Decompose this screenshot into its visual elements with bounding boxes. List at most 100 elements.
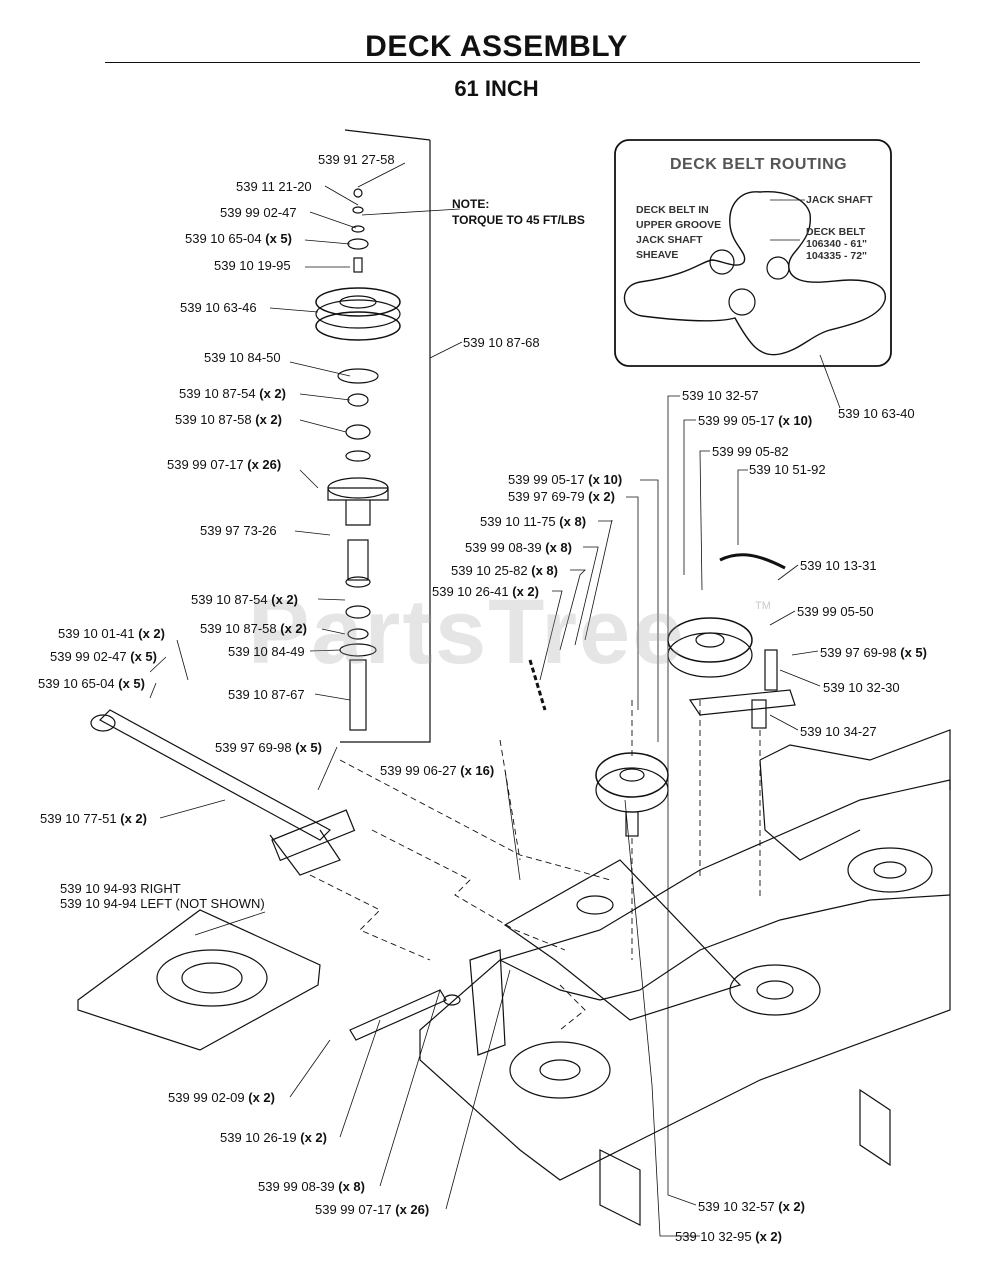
part-label[interactable]: 539 99 07-17 (x 26) bbox=[315, 1202, 429, 1217]
part-label[interactable]: 539 10 65-04 (x 5) bbox=[38, 676, 145, 691]
part-label[interactable]: 539 10 87-58 (x 2) bbox=[200, 621, 307, 636]
part-number: 539 10 77-51 bbox=[40, 811, 117, 826]
part-qty: (x 2) bbox=[755, 1229, 782, 1244]
part-label[interactable]: 539 99 05-82 bbox=[712, 444, 789, 459]
part-number: 539 10 87-58 bbox=[175, 412, 252, 427]
part-label[interactable]: 539 10 34-27 bbox=[800, 724, 877, 739]
routing-jack-shaft: JACK SHAFT bbox=[806, 194, 873, 206]
part-qty: (x 2) bbox=[280, 621, 307, 636]
part-number: 539 99 07-17 bbox=[315, 1202, 392, 1217]
part-label[interactable]: 539 10 94-94 LEFT (NOT SHOWN) bbox=[60, 896, 265, 911]
part-qty: (x 8) bbox=[531, 563, 558, 578]
part-label[interactable]: 539 10 94-93 RIGHT bbox=[60, 881, 181, 896]
part-qty: (x 5) bbox=[118, 676, 145, 691]
part-qty: (x 5) bbox=[130, 649, 157, 664]
part-label[interactable]: 539 99 02-47 bbox=[220, 205, 297, 220]
part-number: 539 99 05-50 bbox=[797, 604, 874, 619]
part-label[interactable]: 539 10 19-95 bbox=[214, 258, 291, 273]
part-label[interactable]: 539 97 69-79 (x 2) bbox=[508, 489, 615, 504]
part-number: 539 10 63-40 bbox=[838, 406, 915, 421]
routing-deck-belt: DECK BELT 106340 - 61" 104335 - 72" bbox=[806, 226, 867, 262]
part-qty: (x 8) bbox=[559, 514, 587, 529]
part-label[interactable]: 539 99 08-39 (x 8) bbox=[465, 540, 572, 555]
part-label[interactable]: 539 10 25-82 (x 8) bbox=[451, 563, 558, 578]
part-label[interactable]: 539 99 05-17 (x 10) bbox=[508, 472, 622, 487]
part-number: 539 10 19-95 bbox=[214, 258, 291, 273]
part-qty: (x 2) bbox=[120, 811, 147, 826]
part-number: 539 10 51-92 bbox=[749, 462, 826, 477]
part-number: 539 10 32-30 bbox=[823, 680, 900, 695]
part-label[interactable]: 539 10 32-30 bbox=[823, 680, 900, 695]
part-label[interactable]: 539 10 26-41 (x 2) bbox=[432, 584, 539, 599]
routing-belt-line: 104335 - 72" bbox=[806, 250, 868, 262]
part-label[interactable]: 539 10 87-68 bbox=[463, 335, 540, 350]
part-label[interactable]: 539 10 63-40 bbox=[838, 406, 915, 421]
part-number: 539 99 06-27 bbox=[380, 763, 457, 778]
part-qty: (x 2) bbox=[588, 489, 615, 504]
part-label[interactable]: 539 97 69-98 (x 5) bbox=[215, 740, 322, 755]
routing-title: DECK BELT ROUTING bbox=[670, 156, 848, 173]
part-number: 539 10 84-49 bbox=[228, 644, 305, 659]
part-label[interactable]: 539 10 51-92 bbox=[749, 462, 826, 477]
part-label[interactable]: 539 11 21-20 bbox=[236, 179, 312, 194]
part-label[interactable]: 539 99 08-39 (x 8) bbox=[258, 1179, 365, 1194]
part-label[interactable]: 539 97 69-98 (x 5) bbox=[820, 645, 927, 660]
part-label[interactable]: 539 10 26-19 (x 2) bbox=[220, 1130, 327, 1145]
part-label[interactable]: 539 99 02-09 (x 2) bbox=[168, 1090, 275, 1105]
part-number: 539 10 87-54 bbox=[191, 592, 268, 607]
part-label[interactable]: 539 10 65-04 (x 5) bbox=[185, 231, 292, 246]
part-label[interactable]: 539 10 63-46 bbox=[180, 300, 257, 315]
routing-left-line: SHEAVE bbox=[636, 249, 679, 261]
part-label[interactable]: 539 99 07-17 (x 26) bbox=[167, 457, 281, 472]
routing-panel bbox=[614, 139, 892, 367]
routing-left-line: JACK SHAFT bbox=[636, 234, 703, 246]
part-label[interactable]: 539 10 13-31 bbox=[800, 558, 877, 573]
part-number: 539 10 01-41 bbox=[58, 626, 135, 641]
part-label[interactable]: 539 10 87-58 (x 2) bbox=[175, 412, 282, 427]
routing-left-line: DECK BELT IN bbox=[636, 204, 709, 216]
part-label[interactable]: 539 10 32-57 (x 2) bbox=[698, 1199, 805, 1214]
part-number: 539 10 26-41 bbox=[432, 584, 509, 599]
part-label[interactable]: 539 10 32-57 bbox=[682, 388, 759, 403]
note-line-2: TORQUE TO 45 FT/LBS bbox=[452, 213, 585, 227]
part-label[interactable]: 539 10 11-75 (x 8) bbox=[480, 514, 586, 529]
part-label[interactable]: 539 99 02-47 (x 5) bbox=[50, 649, 157, 664]
part-number: 539 10 87-67 bbox=[228, 687, 305, 702]
part-number: 539 97 73-26 bbox=[200, 523, 277, 538]
part-qty: (x 8) bbox=[545, 540, 572, 555]
note-line-1: NOTE: bbox=[452, 197, 490, 211]
part-label[interactable]: 539 91 27-58 bbox=[318, 152, 395, 167]
part-label[interactable]: 539 10 01-41 (x 2) bbox=[58, 626, 165, 641]
part-label[interactable]: 539 97 73-26 bbox=[200, 523, 277, 538]
part-qty: (x 26) bbox=[395, 1202, 430, 1217]
routing-left-line: UPPER GROOVE bbox=[636, 219, 722, 231]
part-label[interactable]: 539 99 05-17 (x 10) bbox=[698, 413, 812, 428]
part-number: 539 10 84-50 bbox=[204, 350, 281, 365]
part-label[interactable]: 539 10 84-50 bbox=[204, 350, 281, 365]
part-qty: (x 10) bbox=[588, 472, 623, 487]
part-number: 539 91 27-58 bbox=[318, 152, 395, 167]
part-qty: (x 2) bbox=[255, 412, 282, 427]
part-label[interactable]: 539 10 87-67 bbox=[228, 687, 305, 702]
part-label[interactable]: 539 10 87-54 (x 2) bbox=[179, 386, 286, 401]
part-number: 539 10 11-75 bbox=[480, 514, 556, 529]
part-number: 539 99 02-09 bbox=[168, 1090, 245, 1105]
part-label[interactable]: 539 10 84-49 bbox=[228, 644, 305, 659]
part-label[interactable]: 539 99 06-27 (x 16) bbox=[380, 763, 494, 778]
part-number: 539 10 32-95 bbox=[675, 1229, 752, 1244]
part-qty: (x 8) bbox=[338, 1179, 365, 1194]
part-label[interactable]: 539 10 87-54 (x 2) bbox=[191, 592, 298, 607]
part-qty: (x 2) bbox=[778, 1199, 805, 1214]
part-qty: (x 2) bbox=[300, 1130, 327, 1145]
routing-belt-line: DECK BELT bbox=[806, 226, 866, 238]
part-qty: (x 2) bbox=[259, 386, 286, 401]
torque-note: NOTE: TORQUE TO 45 FT/LBS bbox=[452, 196, 585, 228]
part-label[interactable]: 539 10 77-51 (x 2) bbox=[40, 811, 147, 826]
title-rule bbox=[105, 62, 920, 63]
part-number: 539 10 26-19 bbox=[220, 1130, 297, 1145]
part-label[interactable]: 539 10 32-95 (x 2) bbox=[675, 1229, 782, 1244]
part-number: 539 10 87-68 bbox=[463, 335, 540, 350]
part-label[interactable]: 539 99 05-50 bbox=[797, 604, 874, 619]
part-qty: (x 5) bbox=[265, 231, 292, 246]
